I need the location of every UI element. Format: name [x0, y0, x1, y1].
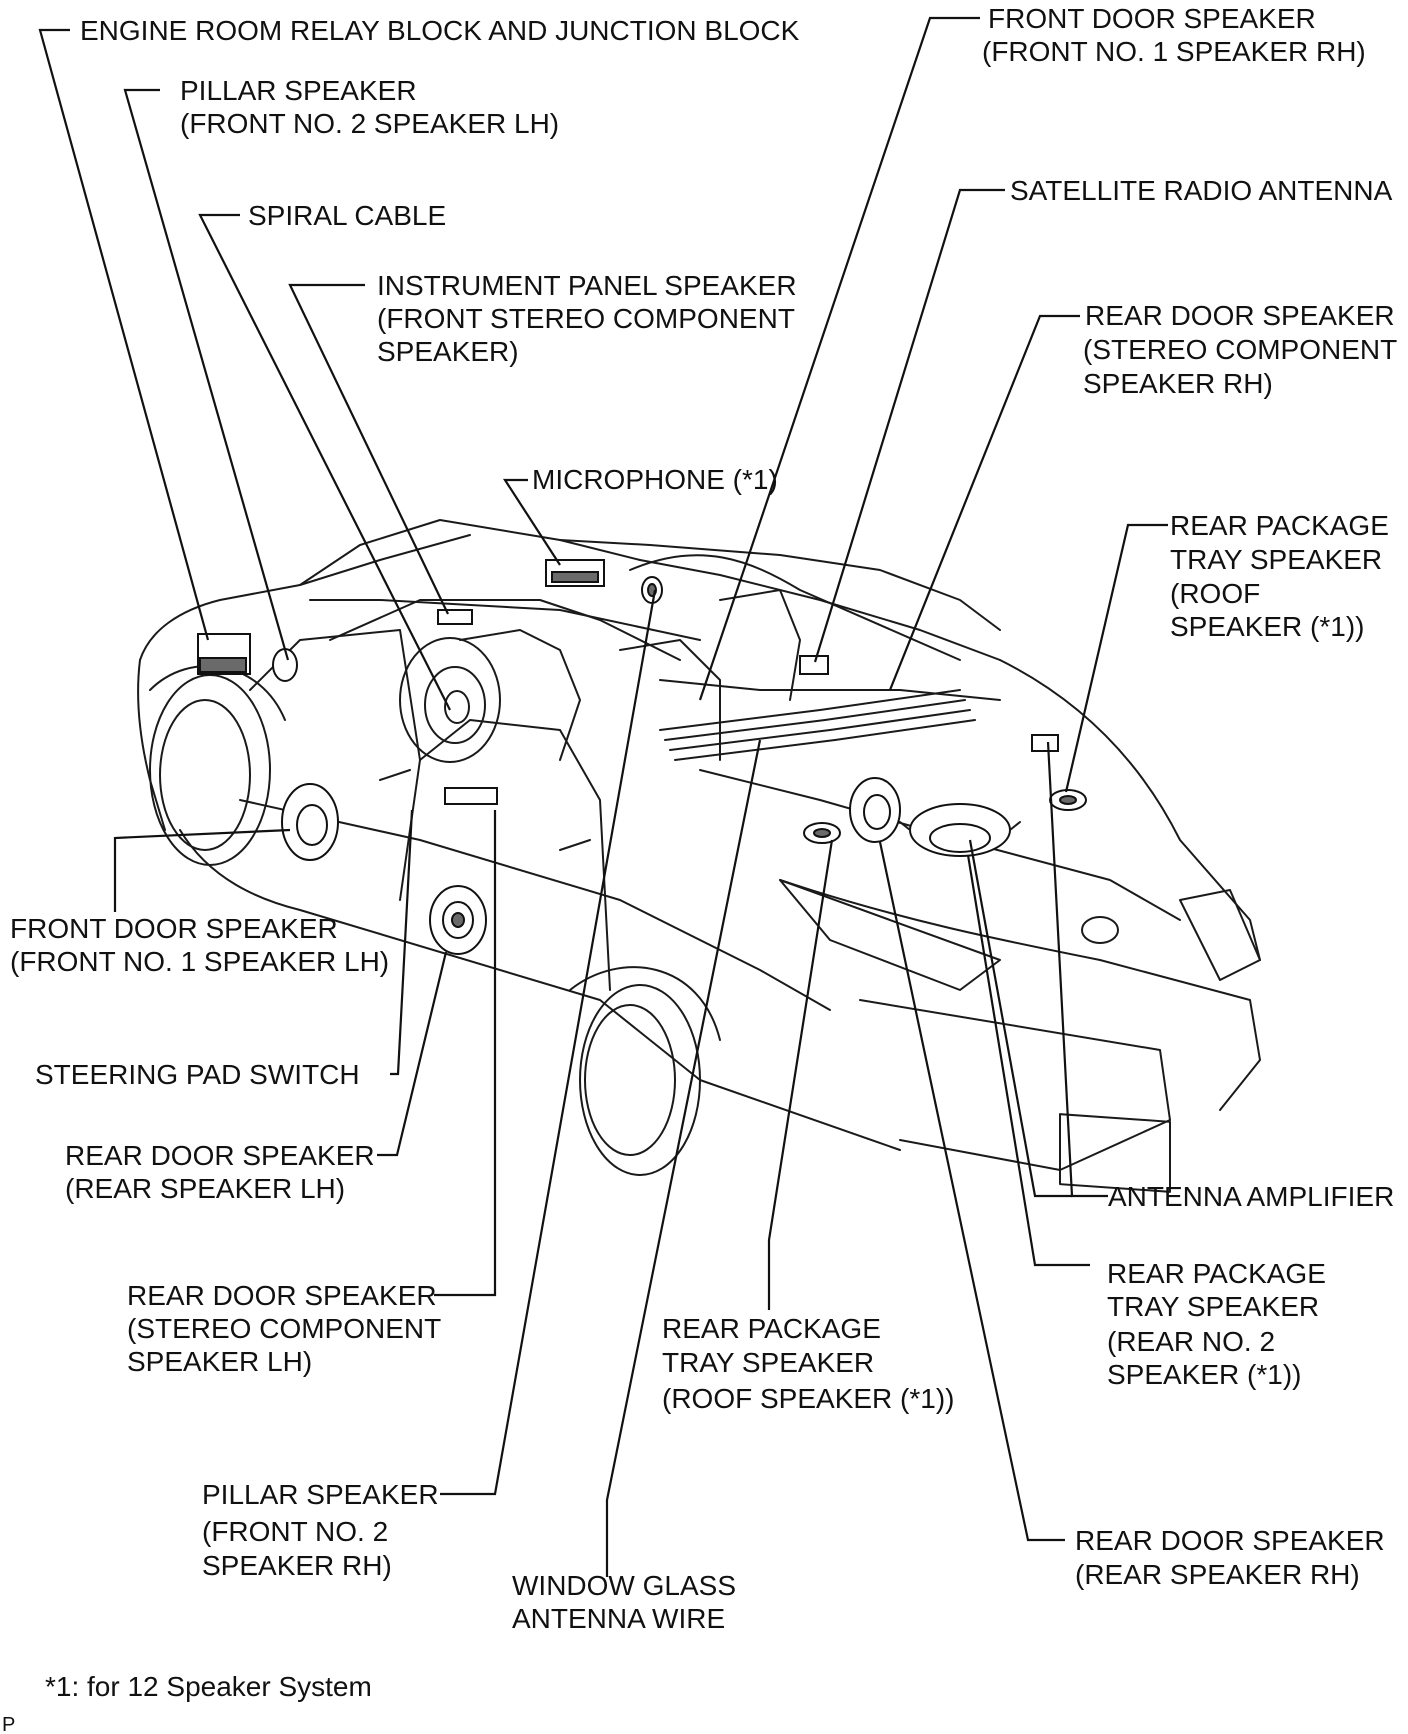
label-line: REAR DOOR SPEAKER [1075, 1525, 1385, 1556]
label-line: (FRONT NO. 1 SPEAKER LH) [10, 946, 389, 977]
label-line: REAR PACKAGE [662, 1313, 881, 1344]
label-line: (STEREO COMPONENT [1083, 334, 1397, 365]
label-line: (REAR SPEAKER RH) [1075, 1559, 1360, 1590]
car-outline [137, 519, 1261, 1193]
rear-package-tray-speaker-roof-right [1049, 789, 1087, 811]
front-door-speaker-lh [281, 783, 339, 861]
label-line: (FRONT NO. 1 SPEAKER RH) [982, 36, 1366, 67]
label-line: SPEAKER RH) [202, 1550, 392, 1581]
label-line: ANTENNA AMPLIFIER [1108, 1181, 1394, 1212]
antenna-amplifier-part [1031, 734, 1059, 752]
label-line: FRONT DOOR SPEAKER [988, 3, 1316, 34]
label-line: REAR PACKAGE [1107, 1258, 1326, 1289]
label-line: MICROPHONE (*1) [532, 464, 778, 495]
corner-code: P [2, 1714, 15, 1734]
label-line: PILLAR SPEAKER [180, 75, 417, 106]
label-line: FRONT DOOR SPEAKER [10, 913, 338, 944]
label-line: (ROOF [1170, 578, 1260, 609]
label-line: TRAY SPEAKER [1107, 1291, 1319, 1322]
label-rear-door-speaker-component-rh: REAR DOOR SPEAKER (STEREO COMPONENT SPEA… [1083, 300, 1397, 399]
label-line: TRAY SPEAKER [1170, 544, 1382, 575]
label-pillar-speaker-rh: PILLAR SPEAKER (FRONT NO. 2 SPEAKER RH) [202, 1479, 439, 1581]
label-microphone: MICROPHONE (*1) [532, 464, 778, 495]
label-line: REAR DOOR SPEAKER [127, 1280, 437, 1311]
label-line: PILLAR SPEAKER [202, 1479, 439, 1510]
rear-package-tray-speaker-rear-no2 [899, 803, 1021, 857]
label-rear-package-tray-rear-no2: REAR PACKAGE TRAY SPEAKER (REAR NO. 2 SP… [1107, 1258, 1326, 1390]
microphone-part [545, 559, 605, 587]
satellite-radio-antenna-part [799, 655, 829, 675]
label-line: (STEREO COMPONENT [127, 1313, 441, 1344]
label-engine-room-relay: ENGINE ROOM RELAY BLOCK AND JUNCTION BLO… [80, 15, 800, 46]
label-rear-door-speaker-lh: REAR DOOR SPEAKER (REAR SPEAKER LH) [65, 1140, 375, 1204]
label-line: WINDOW GLASS [512, 1570, 736, 1601]
label-window-glass-antenna-wire: WINDOW GLASS ANTENNA WIRE [512, 1570, 736, 1634]
leader-lines [38, 16, 1168, 1577]
label-line: REAR DOOR SPEAKER [1085, 300, 1395, 331]
label-line: (FRONT STEREO COMPONENT [377, 303, 795, 334]
rear-door-speaker-lh [429, 885, 487, 955]
rear-door-speaker-rh [849, 777, 901, 843]
label-pillar-speaker-lh: PILLAR SPEAKER (FRONT NO. 2 SPEAKER LH) [180, 75, 559, 139]
label-line: ENGINE ROOM RELAY BLOCK AND JUNCTION BLO… [80, 15, 800, 46]
label-line: (ROOF SPEAKER (*1)) [662, 1383, 954, 1414]
label-rear-package-tray-roof-right: REAR PACKAGE TRAY SPEAKER (ROOF SPEAKER … [1170, 510, 1389, 642]
label-steering-pad-switch: STEERING PAD SWITCH [35, 1059, 360, 1090]
steering-pad-switch-part [444, 787, 498, 805]
label-satellite-radio-antenna: SATELLITE RADIO ANTENNA [1010, 175, 1393, 206]
label-front-door-speaker-lh: FRONT DOOR SPEAKER (FRONT NO. 1 SPEAKER … [10, 913, 389, 977]
footnote: *1: for 12 Speaker System [45, 1671, 372, 1702]
instrument-panel-speaker-part [437, 609, 473, 625]
label-line: TRAY SPEAKER [662, 1347, 874, 1378]
label-front-door-speaker-rh: FRONT DOOR SPEAKER (FRONT NO. 1 SPEAKER … [982, 3, 1366, 67]
label-rear-door-speaker-component-lh: REAR DOOR SPEAKER (STEREO COMPONENT SPEA… [127, 1280, 441, 1377]
label-line: REAR DOOR SPEAKER [65, 1140, 375, 1171]
label-line: REAR PACKAGE [1170, 510, 1389, 541]
label-line: (FRONT NO. 2 SPEAKER LH) [180, 108, 559, 139]
label-line: ANTENNA WIRE [512, 1603, 725, 1634]
label-line: SPEAKER RH) [1083, 368, 1273, 399]
label-line: STEERING PAD SWITCH [35, 1059, 360, 1090]
label-line: (REAR SPEAKER LH) [65, 1173, 345, 1204]
label-line: INSTRUMENT PANEL SPEAKER [377, 270, 797, 301]
label-line: SPIRAL CABLE [248, 200, 446, 231]
label-spiral-cable: SPIRAL CABLE [248, 200, 446, 231]
label-rear-door-speaker-rh: REAR DOOR SPEAKER (REAR SPEAKER RH) [1075, 1525, 1385, 1590]
label-instrument-panel-speaker: INSTRUMENT PANEL SPEAKER (FRONT STEREO C… [377, 270, 797, 367]
label-line: (FRONT NO. 2 [202, 1516, 388, 1547]
label-line: (REAR NO. 2 [1107, 1326, 1275, 1357]
label-line: SPEAKER (*1)) [1107, 1359, 1302, 1390]
pillar-speaker-lh [272, 648, 298, 682]
rear-package-tray-speaker-roof-center [803, 822, 841, 844]
label-rear-package-tray-roof-center: REAR PACKAGE TRAY SPEAKER (ROOF SPEAKER … [662, 1313, 954, 1414]
label-line: SPEAKER LH) [127, 1346, 312, 1377]
pillar-speaker-rh [641, 576, 663, 604]
label-line: SATELLITE RADIO ANTENNA [1010, 175, 1393, 206]
label-line: SPEAKER) [377, 336, 519, 367]
engine-room-relay-block [197, 633, 251, 675]
label-antenna-amplifier: ANTENNA AMPLIFIER [1108, 1181, 1394, 1212]
label-line: SPEAKER (*1)) [1170, 611, 1365, 642]
